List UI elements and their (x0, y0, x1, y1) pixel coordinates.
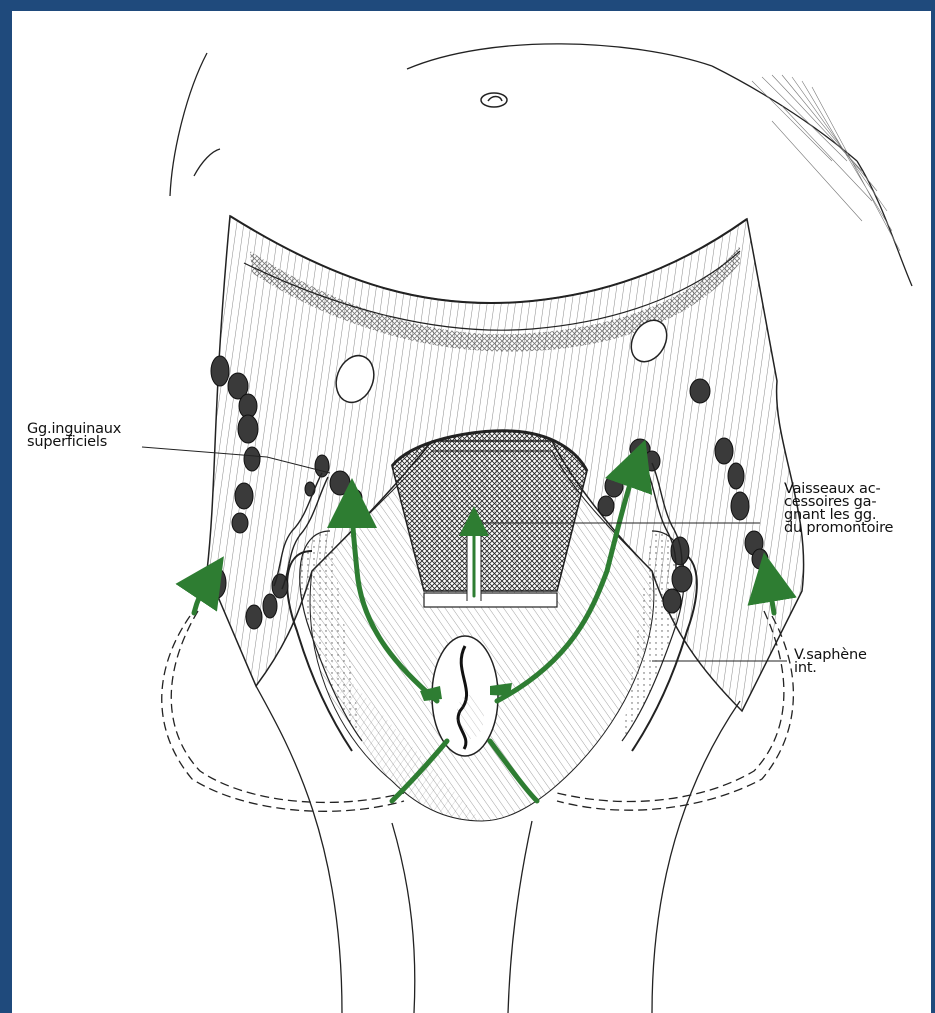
label-vaisseaux-accessoires: Vaisseaux ac- cessoires ga- gnant les gg… (784, 483, 893, 535)
label-gg-inguinaux-superficiels: Gg.inguinaux superficiels (27, 423, 121, 449)
pubic-region (392, 431, 587, 607)
vulva (432, 636, 498, 756)
illustration-canvas: Gg.inguinaux superficiels Vaisseaux ac- … (12, 11, 931, 1013)
navel (481, 93, 507, 107)
label-v-saphene-int: V.saphène int. (794, 649, 867, 675)
